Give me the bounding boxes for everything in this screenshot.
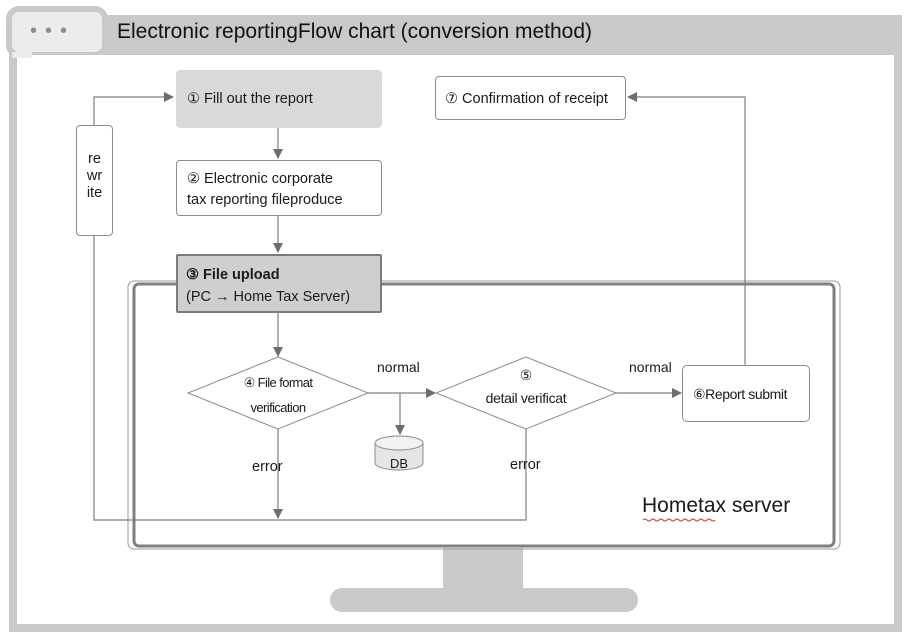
step2-label-line1: ② Electronic corporate [187, 171, 333, 187]
connectors [93, 92, 746, 521]
step4-diamond [186, 356, 370, 430]
monitor-base [330, 588, 638, 612]
spellcheck-underline [642, 518, 716, 522]
step6-label: ⑥Report submit [693, 386, 788, 402]
db-cylinder-icon [374, 435, 424, 471]
normal-label-1: normal [377, 359, 420, 375]
step5-label-line1: ⑤ [519, 367, 533, 383]
step3-label-line1: ③ File upload [186, 267, 280, 283]
step2-box: ② Electronic corporate tax reporting fil… [176, 160, 382, 216]
tab-dot: • [30, 20, 46, 42]
normal-label-2: normal [629, 359, 672, 375]
error-label-1: error [252, 459, 283, 475]
db-label: DB [389, 456, 409, 471]
step5-diamond [434, 356, 618, 430]
step4-label-line1: ④ File format [243, 375, 313, 390]
server-label: Hometax server [642, 494, 791, 517]
tab-dots: ••• [30, 20, 75, 43]
rewrite-label-line2: wr [86, 168, 103, 184]
rewrite-label-line1: re [88, 151, 101, 167]
step3-box: ③ File upload (PC → Home Tax Server) [176, 254, 382, 313]
error-label-2: error [510, 457, 541, 473]
step7-label: ⑦ Confirmation of receipt [445, 91, 608, 107]
window-title: Electronic reportingFlow chart (conversi… [117, 20, 593, 43]
tab-dot: • [60, 20, 76, 42]
rewrite-box: re wr ite [76, 125, 113, 236]
step4-label-line2: verification [250, 400, 307, 415]
window-title-bar [101, 15, 902, 53]
window-content-area [17, 55, 894, 624]
step1-label: ① Fill out the report [187, 91, 313, 107]
server-frame-outer [127, 280, 841, 550]
server-frame [132, 282, 836, 548]
step5-label-line2: detail verificat [485, 390, 567, 406]
tab-dot: • [45, 20, 61, 42]
step7-box: ⑦ Confirmation of receipt [435, 76, 626, 120]
step6-box: ⑥Report submit [682, 365, 810, 422]
step1-box: ① Fill out the report [176, 70, 382, 128]
rewrite-label-line3: ite [86, 185, 103, 201]
step2-label-line2: tax reporting fileproduce [187, 192, 343, 208]
step3-label-line2: (PC → Home Tax Server) [186, 289, 351, 305]
